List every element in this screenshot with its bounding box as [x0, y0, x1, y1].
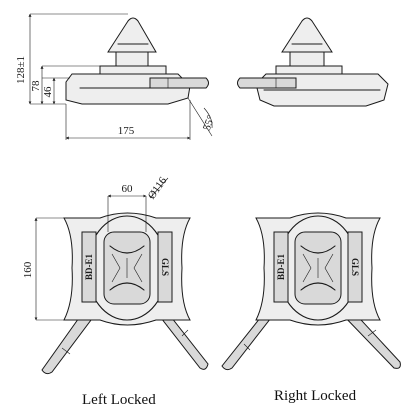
dim-angle: 55°	[201, 114, 218, 133]
dim-top-width: 60	[122, 183, 134, 195]
marking-bd-e1-left: BD-E1	[84, 254, 94, 281]
caption-left-locked: Left Locked	[82, 392, 156, 408]
plan-view-right	[221, 212, 401, 371]
dim-height-low: 46	[42, 86, 54, 98]
caption-right-locked: Right Locked	[274, 388, 357, 404]
dim-base-length: 175	[118, 125, 135, 137]
side-view-left	[28, 13, 213, 140]
marking-gls-left: GLS	[160, 258, 170, 276]
side-view-right	[237, 17, 389, 107]
dim-height-total: 128±1	[15, 56, 27, 84]
dim-height-mid: 78	[30, 80, 42, 92]
marking-bd-e1-right: BD-E1	[276, 254, 286, 281]
dim-diameter: Ø116	[146, 175, 170, 202]
marking-gls-right: GLS	[350, 258, 360, 276]
plan-view-left	[34, 177, 209, 375]
dim-plan-length: 160	[22, 261, 34, 278]
